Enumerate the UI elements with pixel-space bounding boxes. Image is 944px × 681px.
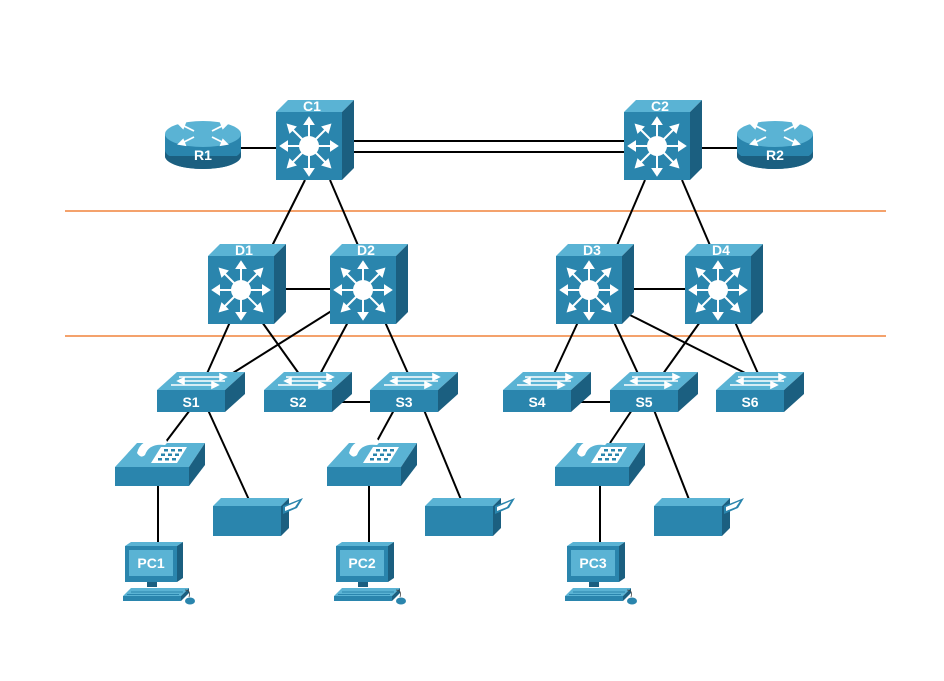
pc-icon xyxy=(564,541,638,605)
link-d3-s5 xyxy=(613,321,641,379)
link-s3-printer2 xyxy=(423,409,463,503)
ip-phone-1 xyxy=(115,438,205,486)
link-d3-s6 xyxy=(619,309,756,379)
pc-icon xyxy=(122,541,196,605)
core-switch-c1: C1 xyxy=(275,98,355,181)
pc-3-label: PC3 xyxy=(579,555,606,571)
printer-icon xyxy=(654,498,744,536)
distribution-switch-d1-label: D1 xyxy=(235,242,253,258)
distribution-switch-d2-label: D2 xyxy=(357,242,375,258)
ip-phone-3 xyxy=(555,438,645,486)
ip-phone-icon xyxy=(327,438,417,486)
link-c2-d4 xyxy=(681,179,713,251)
link-d1-s1 xyxy=(204,321,231,379)
workgroup-switch-icon xyxy=(156,371,246,413)
link-s5-printer3 xyxy=(653,409,691,503)
pc-3: PC3 xyxy=(564,541,638,605)
distribution-switch-d3: D3 xyxy=(555,242,635,325)
link-c1-d2 xyxy=(329,179,361,251)
access-switch-s5: S5 xyxy=(609,371,699,413)
link-d1-s2 xyxy=(261,321,303,379)
link-s5-phone3 xyxy=(609,409,633,444)
core-switch-c1-label: C1 xyxy=(303,98,321,114)
access-switch-s6-label: S6 xyxy=(741,394,758,410)
link-d2-s2 xyxy=(317,321,349,379)
access-switch-s3-label: S3 xyxy=(395,394,412,410)
workgroup-switch-icon xyxy=(609,371,699,413)
link-d2-s3 xyxy=(384,321,411,379)
link-d3-s4 xyxy=(551,321,579,379)
router-r2: R2 xyxy=(736,120,814,170)
workgroup-switch-icon xyxy=(263,371,353,413)
access-switch-s6: S6 xyxy=(715,371,805,413)
ip-phone-icon xyxy=(115,438,205,486)
printer-3 xyxy=(654,498,744,536)
core-switch-c2: C2 xyxy=(623,98,703,181)
router-r1: R1 xyxy=(164,120,242,170)
ip-phone-icon xyxy=(555,438,645,486)
printer-icon xyxy=(425,498,515,536)
access-switch-s2-label: S2 xyxy=(289,394,306,410)
link-s1-phone1 xyxy=(164,409,191,444)
core-switch-c2-label: C2 xyxy=(651,98,669,114)
access-switch-s1: S1 xyxy=(156,371,246,413)
router-r2-label: R2 xyxy=(766,147,784,163)
pc-1-label: PC1 xyxy=(137,555,164,571)
printer-icon xyxy=(213,498,303,536)
printer-1 xyxy=(213,498,303,536)
access-switch-s5-label: S5 xyxy=(635,394,652,410)
link-s3-phone2 xyxy=(375,409,395,444)
distribution-switch-d1: D1 xyxy=(207,242,287,325)
distribution-switch-d2: D2 xyxy=(329,242,409,325)
link-d4-s6 xyxy=(734,321,761,379)
workgroup-switch-icon xyxy=(502,371,592,413)
pc-icon xyxy=(333,541,407,605)
distribution-switch-d3-label: D3 xyxy=(583,242,601,258)
link-c2-d3 xyxy=(614,179,646,251)
access-switch-s1-label: S1 xyxy=(182,394,199,410)
distribution-switch-d4: D4 xyxy=(684,242,764,325)
link-d2-s1 xyxy=(224,309,334,379)
workgroup-switch-icon xyxy=(369,371,459,413)
access-switch-s2: S2 xyxy=(263,371,353,413)
link-s1-printer1 xyxy=(207,409,251,503)
link-d4-s5 xyxy=(659,321,701,379)
pc-2: PC2 xyxy=(333,541,407,605)
workgroup-switch-icon xyxy=(715,371,805,413)
link-c1-d1 xyxy=(269,179,306,251)
distribution-switch-d4-label: D4 xyxy=(712,242,730,258)
pc-2-label: PC2 xyxy=(348,555,375,571)
router-r1-label: R1 xyxy=(194,147,212,163)
access-switch-s3: S3 xyxy=(369,371,459,413)
access-switch-s4-label: S4 xyxy=(528,394,545,410)
access-switch-s4: S4 xyxy=(502,371,592,413)
links xyxy=(157,140,761,543)
ip-phone-2 xyxy=(327,438,417,486)
pc-1: PC1 xyxy=(122,541,196,605)
printer-2 xyxy=(425,498,515,536)
